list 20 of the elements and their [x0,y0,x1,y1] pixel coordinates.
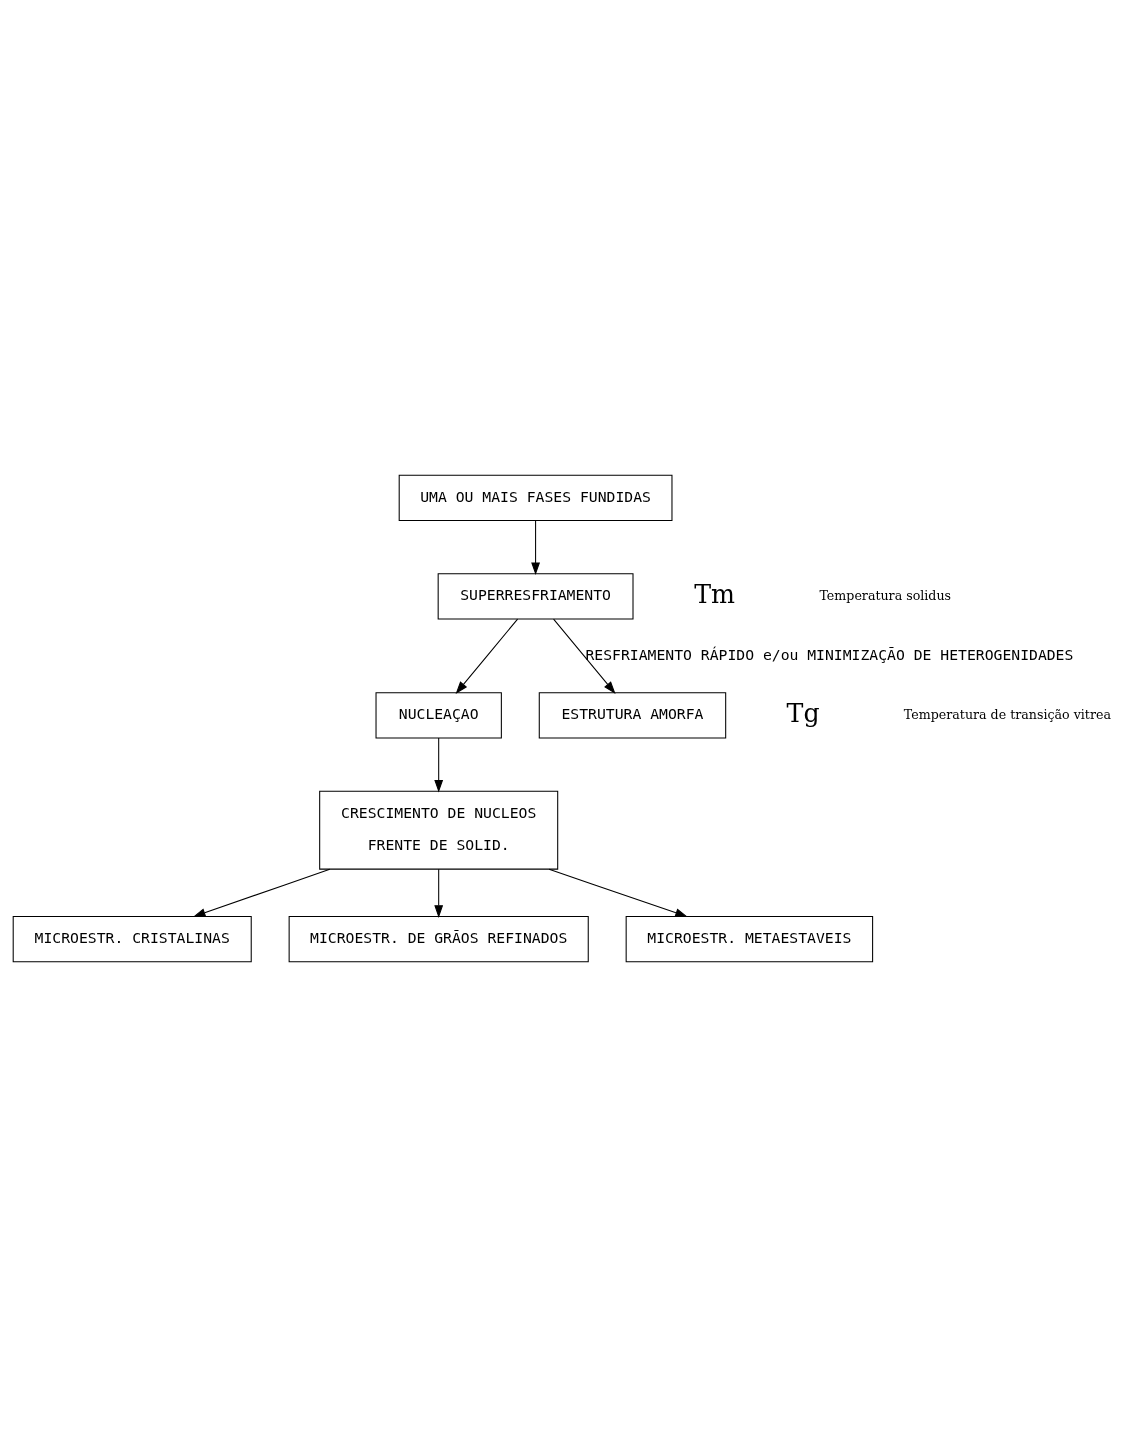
arrow [434,868,444,918]
label: Tg [786,698,820,728]
arrow [531,520,540,576]
node-box: UMA OU MAIS FASES FUNDIDAS [398,474,673,522]
arrow [434,737,444,793]
node-box: NUCLEAÇAO [375,692,502,739]
arrow [548,868,688,917]
node-box: MICROESTR. DE GRÃOS REFINADOS [288,915,589,963]
node-box: SUPERRESFRIAMENTO [437,573,634,620]
arrow [553,618,616,694]
label: Tm [694,579,736,609]
node-box: MICROESTR. METAESTAVEIS [625,915,874,963]
label: Temperatura de transição vitrea [903,706,1111,722]
edge-label: RESFRIAMENTO RÁPIDO e/ou MINIMIZAÇÃO DE HETEROGENIDADES [585,645,1074,663]
arrow [455,618,519,694]
node-box: CRESCIMENTO DE NUCLEOS FRENTE DE SOLID. [319,790,559,870]
label: Temperatura solidus [819,587,952,603]
node-box: ESTRUTURA AMORFA [538,692,727,739]
node-box: MICROESTR. CRISTALINAS [12,915,252,963]
arrow [192,868,331,917]
